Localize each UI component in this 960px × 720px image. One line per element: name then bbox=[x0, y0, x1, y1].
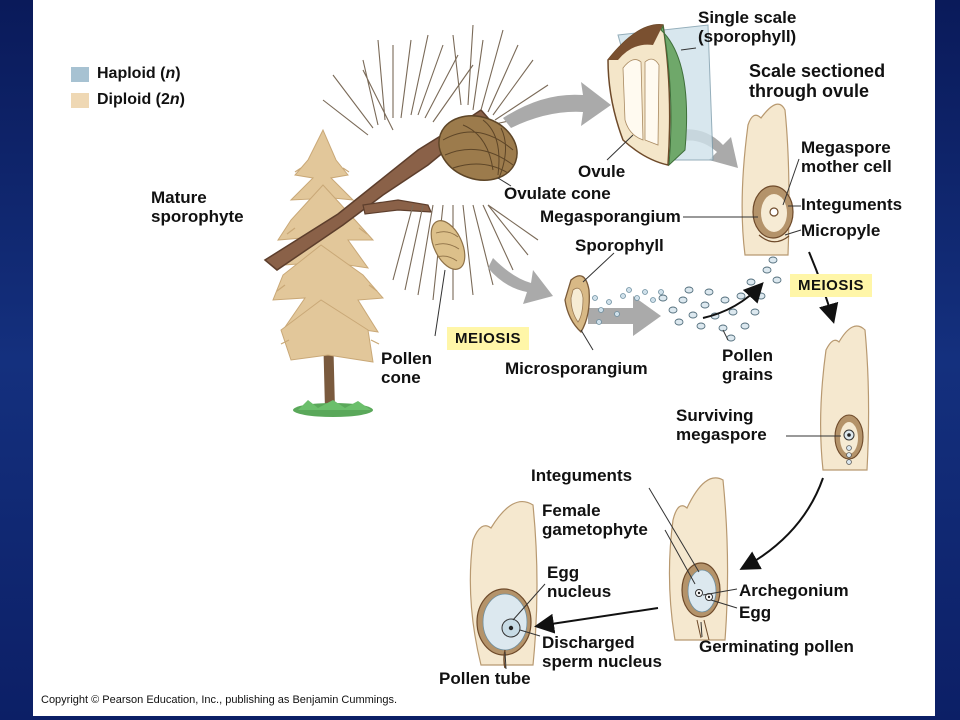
surviving-megaspore-drawing bbox=[820, 325, 870, 471]
label-microsporangium: Microsporangium bbox=[505, 359, 648, 378]
pollen-to-ovule-arrow bbox=[702, 282, 764, 319]
label-female-gametophyte: Female gametophyte bbox=[542, 501, 648, 539]
label-discharged-sperm-nucleus: Discharged sperm nucleus bbox=[542, 633, 662, 671]
label-surviving-megaspore: Surviving megaspore bbox=[676, 406, 767, 444]
fertilization-drawing bbox=[469, 500, 538, 669]
ovulate-cone-shape bbox=[438, 115, 518, 181]
single-scale-drawing bbox=[607, 24, 714, 167]
copyright-notice: Copyright © Pearson Education, Inc., pub… bbox=[41, 694, 398, 706]
label-ovulate-cone: Ovulate cone bbox=[504, 184, 611, 203]
leader-lines bbox=[434, 47, 841, 670]
sectioned-scale-drawing bbox=[741, 103, 794, 256]
label-megaspore-mother-cell: Megaspore mother cell bbox=[801, 138, 892, 176]
label-egg-nucleus: Egg nucleus bbox=[547, 563, 612, 601]
label-germinating-pollen: Germinating pollen bbox=[699, 637, 854, 656]
legend-haploid: Haploid (n) bbox=[97, 65, 181, 82]
label-sporophyll: Sporophyll bbox=[575, 236, 664, 255]
label-pollen-cone: Pollen cone bbox=[381, 349, 433, 387]
legend-diploid: Diploid (2n) bbox=[97, 91, 185, 108]
diploid-swatch bbox=[71, 93, 89, 108]
haploid-swatch bbox=[71, 67, 89, 82]
diagram-slide: Haploid (n) Diploid (2n) Mature sporophy… bbox=[33, 0, 935, 716]
label-ovule: Ovule bbox=[578, 162, 626, 181]
meiosis-tag-right: MEIOSIS bbox=[790, 274, 873, 297]
diagram-artwork bbox=[263, 24, 870, 670]
pollen-cone-shape bbox=[430, 220, 466, 270]
sporophyll-drawing bbox=[564, 275, 664, 334]
pine-branch bbox=[263, 24, 559, 301]
label-scale-sectioned: Scale sectioned through ovule bbox=[749, 61, 886, 101]
label-archegonium: Archegonium bbox=[739, 581, 849, 600]
label-mature-sporophyte: Mature sporophyte bbox=[151, 188, 244, 226]
meiosis-tag-left: MEIOSIS bbox=[447, 327, 530, 350]
label-single-scale: Single scale (sporophyll) bbox=[698, 8, 797, 46]
pollen-grains-cluster bbox=[658, 256, 782, 342]
label-integuments-top: Integuments bbox=[801, 195, 903, 214]
female-gametophyte-drawing bbox=[668, 477, 729, 641]
mature-sporophyte-tree bbox=[272, 128, 385, 417]
label-integuments-bottom: Integuments bbox=[531, 466, 633, 485]
label-pollen-tube: Pollen tube bbox=[439, 669, 531, 688]
label-pollen-grains: Pollen grains bbox=[722, 346, 774, 384]
label-megasporangium: Megasporangium bbox=[540, 207, 681, 226]
label-egg: Egg bbox=[739, 603, 772, 622]
label-micropyle: Micropyle bbox=[801, 221, 881, 240]
